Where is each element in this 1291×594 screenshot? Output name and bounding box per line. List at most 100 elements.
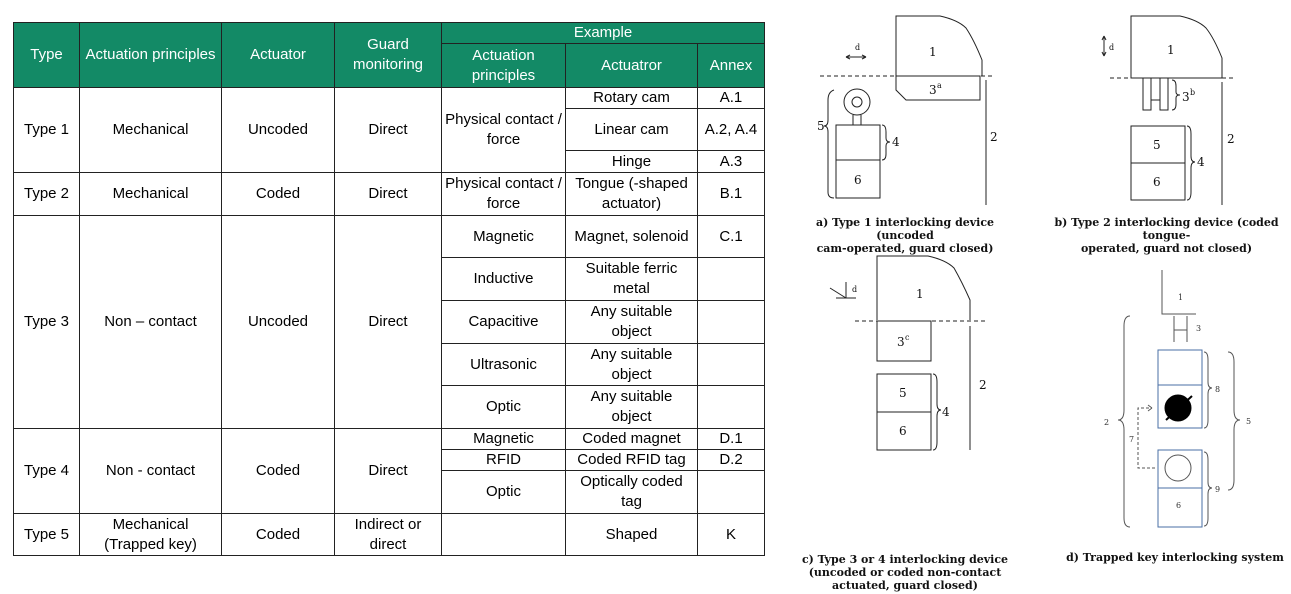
caption-figure-b: b) Type 2 interlocking device (coded ton… (1042, 216, 1291, 255)
annex-cell: A.2, A.4 (696, 108, 766, 151)
example-actuator-cell: Any suitable object (565, 385, 698, 429)
switch-body-a (835, 159, 881, 199)
caption-b-line2: operated, guard not closed) (1080, 242, 1253, 255)
label-9-d: 9 (1215, 485, 1220, 494)
example-principle-cell: Optic (441, 470, 566, 514)
caption-a-line1: a) Type 1 interlocking device (uncoded (815, 216, 995, 242)
label-1-d: 1 (1178, 293, 1183, 302)
example-principle-cell: Capacitive (441, 300, 566, 344)
principle-cell: Mechanical (Trapped key) (79, 513, 222, 556)
example-actuator-cell: Optically coded tag (565, 470, 698, 514)
label-d-a: d (855, 43, 860, 52)
switch-head-a (835, 124, 881, 161)
table-row: Optic Any suitable object (14, 385, 766, 429)
example-actuator-cell: Shaped (565, 513, 698, 556)
header-example-actuation-principles: Actuation principles (441, 43, 566, 88)
brace-4-c (932, 373, 942, 451)
table-row: Type 4 Non - contact Coded Direct Magnet… (13, 428, 766, 514)
brace-5-d (1227, 351, 1241, 491)
table-row: Type 2 Mechanical Coded Direct Physical … (13, 172, 766, 216)
guard-cell: Direct (334, 172, 442, 216)
table-row: Ultrasonic Any suitable object (14, 343, 766, 386)
key-slash (1165, 395, 1193, 421)
label-4-b: 4 (1197, 155, 1205, 169)
header-guard-monitoring: Guard monitoring (334, 22, 442, 88)
arrow-d-b-head-b (1101, 51, 1107, 57)
tongue-left (1142, 77, 1152, 111)
guard-body-d (1161, 270, 1196, 315)
example-principle-cell: Magnetic (441, 428, 566, 450)
rotary-cam-inner (851, 96, 863, 108)
brace-8-d (1203, 351, 1213, 429)
switch-body-b (1130, 162, 1186, 201)
example-principle-cell: RFID (441, 449, 566, 471)
sensor-body-c (876, 411, 932, 451)
figure-b-type2-diagram: 1 3 b 2 4 5 6 d (1101, 15, 1235, 205)
arrow-d-c-1 (829, 287, 847, 299)
guard-body-a (895, 15, 983, 76)
principle-cell: Non - contact (79, 428, 222, 514)
interlocking-types-table: Type Actuation principles Actuator Guard… (13, 22, 766, 556)
example-principle-cell: Physical contact / force (441, 172, 566, 216)
label-2-c: 2 (979, 378, 987, 392)
figure-d-trapped-key-diagram: 1 3 2 7 8 5 9 6 (1104, 270, 1251, 528)
rotary-cam (843, 88, 871, 116)
table-row: Capacitive Any suitable object (14, 300, 766, 344)
type-cell: Type 4 (13, 428, 80, 514)
key-empty (1164, 454, 1192, 482)
label-3-c: 3 (897, 335, 905, 349)
example-principle-cell: Physical contact / force (441, 87, 566, 173)
table-row: RFID Coded RFID tag D.2 (14, 449, 766, 471)
label-3-b: 3 (1182, 90, 1190, 104)
figure-c-type3-4-diagram: 1 3 c 2 4 5 6 d (829, 255, 987, 451)
arrow-d-a-head-r (861, 54, 867, 60)
example-actuator-cell: Linear cam (565, 108, 698, 151)
label-5-d: 5 (1246, 417, 1251, 426)
guard-cell: Direct (334, 215, 442, 429)
label-6-b: 6 (1153, 175, 1161, 189)
label-5-c: 5 (899, 386, 907, 400)
caption-figure-a: a) Type 1 interlocking device (uncoded c… (790, 216, 1020, 255)
figure-a-type1-diagram: 1 3 a 2 4 5 6 d (817, 15, 998, 205)
label-d-b: d (1109, 43, 1114, 52)
principle-cell: Mechanical (79, 87, 222, 173)
caption-c-line2: (uncoded or coded non-contact (808, 566, 1002, 579)
annex-cell: A.1 (696, 87, 766, 109)
annex-cell: D.2 (696, 449, 766, 471)
actuator-cell: Coded (221, 172, 335, 216)
brace-4-b (1186, 125, 1196, 201)
actuator-cell: Coded (221, 428, 335, 514)
table-row: Type 1 Mechanical Uncoded Direct Physica… (13, 87, 766, 173)
label-6-c: 6 (899, 424, 907, 438)
label-1-c: 1 (916, 287, 924, 301)
arrow-d-a-head-l (845, 54, 851, 60)
example-actuator-cell: Any suitable object (565, 300, 698, 344)
caption-figure-d: d) Trapped key interlocking system (1060, 551, 1290, 564)
caption-a-line2: cam-operated, guard closed) (816, 242, 994, 255)
principle-cell: Non – contact (79, 215, 222, 429)
caption-d-line1: d) Trapped key interlocking system (1066, 551, 1284, 564)
table-row: Type 3 Non – contact Uncoded Direct Magn… (13, 215, 766, 429)
header-type: Type (13, 22, 80, 88)
example-actuator-cell: Rotary cam (565, 87, 698, 109)
example-actuator-cell: Magnet, solenoid (565, 215, 698, 258)
label-2-a: 2 (990, 130, 998, 144)
annex-cell: D.1 (696, 428, 766, 450)
key-transfer-path (1137, 407, 1155, 469)
header-annex: Annex (696, 43, 766, 88)
example-principle-cell: Optic (441, 385, 566, 429)
annex-cell: C.1 (696, 215, 766, 258)
header-example: Example (440, 22, 766, 44)
label-3-d: 3 (1196, 324, 1201, 333)
caption-c-line1: c) Type 3 or 4 interlocking device (801, 553, 1009, 566)
table-row: Optic Optically coded tag (14, 470, 766, 514)
label-2-d: 2 (1104, 418, 1109, 427)
actuator-cell: Uncoded (221, 87, 335, 173)
type-cell: Type 2 (13, 172, 80, 216)
example-actuator-cell: Any suitable object (565, 343, 698, 386)
label-8-d: 8 (1215, 385, 1220, 394)
actuator-cell: Uncoded (221, 215, 335, 429)
label-5-a: 5 (817, 119, 825, 133)
type-cell: Type 5 (13, 513, 80, 556)
